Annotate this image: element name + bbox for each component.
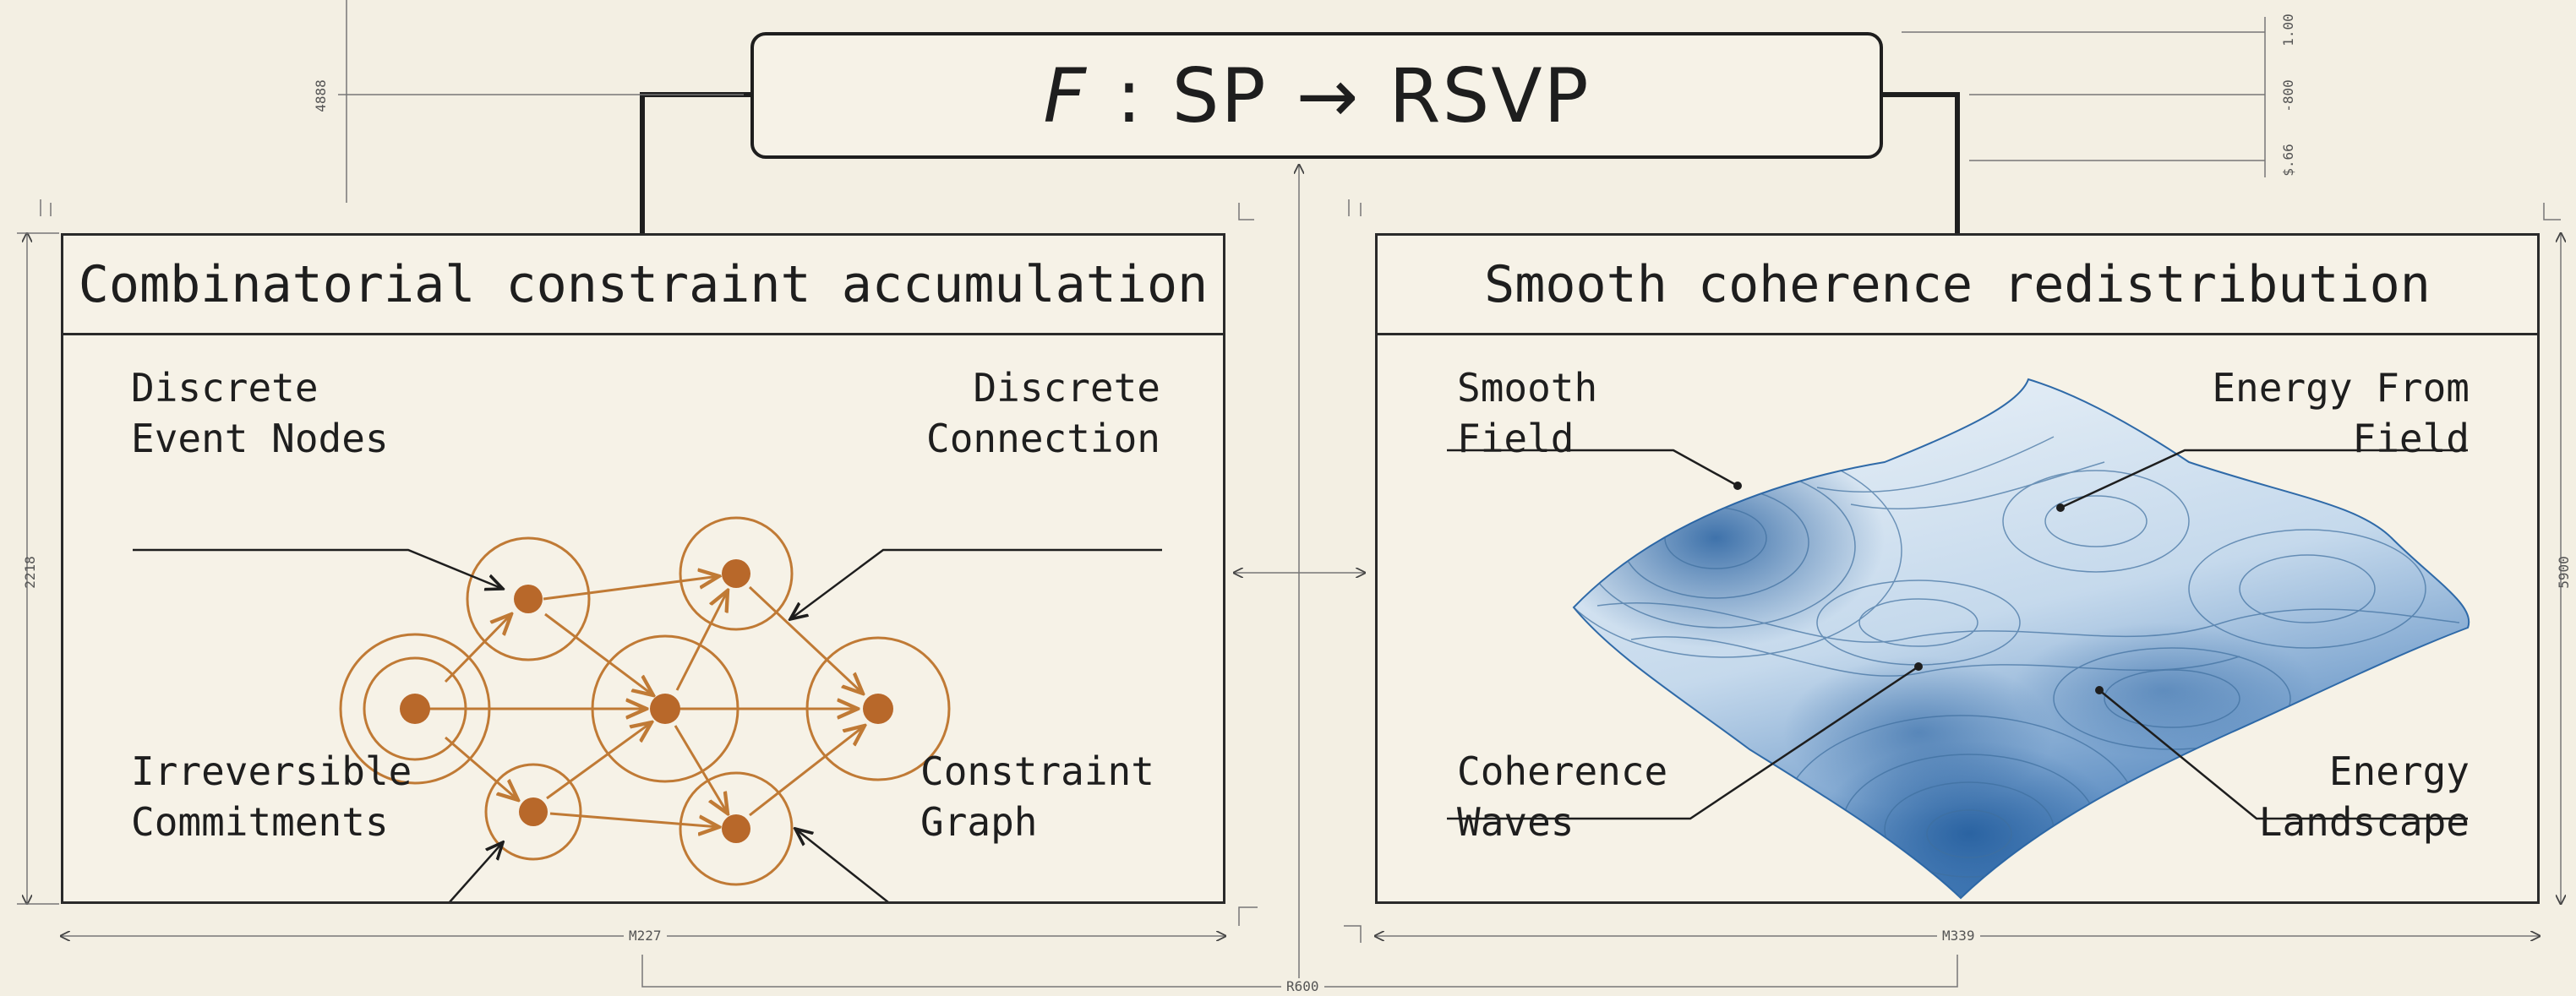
connector-left <box>640 92 752 233</box>
mapping-title: F : SP → RSVP <box>750 32 1883 159</box>
event-node <box>722 814 750 843</box>
title-arrow: → <box>1296 52 1361 139</box>
title-domain: SP <box>1171 52 1268 139</box>
panel-smooth: Smooth coherence redistribution <box>1375 233 2540 904</box>
event-node <box>400 694 430 724</box>
leader-line <box>449 842 503 901</box>
title-codomain: RSVP <box>1389 52 1591 139</box>
dim-bottom-left: M227 <box>624 928 667 944</box>
graph-edge <box>675 591 728 691</box>
graph-edge <box>546 722 652 800</box>
graph-edge <box>445 736 518 800</box>
label-discrete-event-nodes: Discrete Event Nodes <box>131 365 389 461</box>
graph-edge <box>748 585 863 694</box>
node-ring <box>679 516 794 631</box>
leader-line <box>1447 665 1919 820</box>
label-energy-landscape: Energy Landscape <box>2258 748 2470 845</box>
node-ring <box>466 536 591 661</box>
event-node <box>514 585 543 613</box>
graph-edge <box>543 576 719 601</box>
leader-line <box>133 548 503 589</box>
event-node <box>722 559 750 588</box>
title-function: F <box>1043 52 1088 139</box>
connector-right <box>1881 92 1960 233</box>
dim-right-side: 5900 <box>2555 556 2572 589</box>
label-energy-from-field: Energy From Field <box>2212 365 2470 461</box>
panel-combinatorial: Combinatorial constraint accumulation <box>61 233 1225 904</box>
dim-left-side: 2218 <box>21 556 38 589</box>
label-smooth-field: Smooth Field <box>1457 365 1598 461</box>
leader-line <box>2098 689 2468 820</box>
dim-right-low: $.66 <box>2279 144 2296 177</box>
node-ring <box>484 763 582 861</box>
event-node <box>650 694 680 724</box>
dim-right-mid: -800 <box>2279 79 2296 112</box>
dim-bottom-center: R600 <box>1281 978 1324 994</box>
graph-edge <box>749 726 865 817</box>
constraint-graph <box>133 516 1162 901</box>
label-constraint-graph: Constraint Graph <box>920 748 1154 845</box>
panel-right-heading: Smooth coherence redistribution <box>1378 236 2537 335</box>
label-coherence-waves: Coherence Waves <box>1457 748 1668 845</box>
graph-edge <box>444 614 511 683</box>
energy-field-surface <box>1447 378 2470 900</box>
event-node <box>519 797 548 826</box>
leader-line <box>795 829 889 901</box>
leader-line <box>790 548 1162 619</box>
panel-left-heading: Combinatorial constraint accumulation <box>63 236 1223 335</box>
field-basin <box>2011 623 2316 758</box>
graph-edge <box>544 612 653 695</box>
event-node <box>863 694 893 724</box>
label-discrete-connection: Discrete Connection <box>926 365 1160 461</box>
node-ring <box>679 771 794 886</box>
graph-edge <box>549 812 719 827</box>
title-separator: : <box>1116 52 1143 139</box>
dim-right-top: 1.00 <box>2279 14 2296 46</box>
label-irreversible-commitments: Irreversible Commitments <box>131 748 412 845</box>
dim-bottom-right: M339 <box>1937 928 1980 944</box>
leader-line <box>2060 449 2468 509</box>
dim-top-left: 4888 <box>312 79 329 112</box>
graph-edge <box>674 725 728 814</box>
field-basin <box>1783 656 2054 808</box>
leader-line <box>1447 449 1738 487</box>
